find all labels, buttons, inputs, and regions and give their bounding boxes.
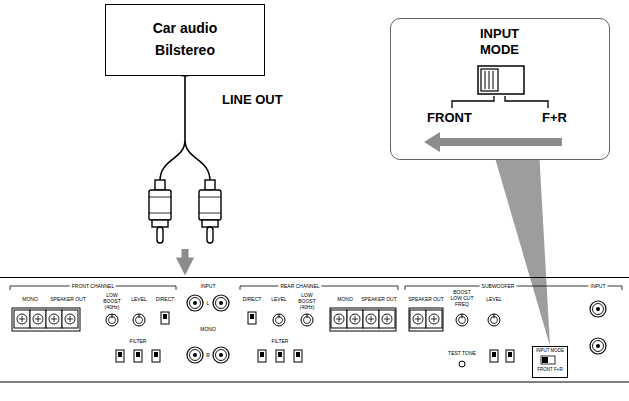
slide-switch: [161, 312, 169, 324]
speaker-terminal: [379, 310, 395, 328]
panel-label: MONO: [337, 296, 353, 302]
panel-label: LEVEL: [271, 296, 287, 302]
position-bracket: [452, 96, 548, 108]
node-text: Car audio: [153, 20, 218, 37]
slider-knob: [542, 357, 548, 363]
panel-label: FILTER: [130, 338, 147, 344]
terminal-block: [330, 308, 396, 331]
rca-jack: [590, 301, 606, 317]
rca-jack: [187, 295, 203, 311]
node-text: FRONT: [427, 110, 472, 126]
direction-arrow: [424, 132, 562, 152]
switch-knob: [481, 69, 498, 91]
knob: [133, 314, 145, 326]
switch-grip: [485, 71, 493, 89]
terminal-block: [409, 308, 443, 331]
section-heading: FRONT CHANNEL: [70, 283, 116, 289]
knob: [488, 314, 500, 326]
section-heading: INPUT: [199, 283, 218, 289]
rca-jack: [590, 338, 606, 354]
slide-switch: [258, 350, 266, 362]
panel-label: L: [207, 300, 210, 306]
panel-label: BOOST LOW CUT FREQ: [448, 289, 476, 307]
speaker-terminal: [347, 310, 363, 328]
speaker-terminal: [30, 310, 46, 328]
panel-label: LOW BOOST (40Hz): [98, 292, 126, 310]
node-text: INPUT MODE: [468, 26, 532, 58]
panel-label: SPEAKER OUT: [408, 296, 444, 302]
rca-cable: [160, 76, 210, 181]
node-text: F+R: [542, 110, 567, 126]
mode-switch: [478, 66, 524, 94]
test-tone-led: [459, 361, 465, 367]
rca-jack: [187, 347, 203, 363]
callout-pointer: [496, 160, 550, 346]
slide-switch: [276, 350, 284, 362]
panel-edge: [0, 382, 629, 383]
speaker-terminal: [46, 310, 62, 328]
speaker-terminal: [426, 310, 442, 328]
input-mode-slider: [541, 356, 555, 364]
node-text: INPUT MODE: [536, 348, 564, 353]
panel-label: DIRECT: [243, 296, 262, 302]
panel-label: MONO: [22, 296, 38, 302]
knob: [106, 314, 118, 326]
slide-switch: [294, 350, 302, 362]
rca-jack: [213, 295, 229, 311]
panel-label: SPEAKER OUT: [361, 296, 397, 302]
speaker-terminal: [363, 310, 379, 328]
speaker-terminal: [331, 310, 347, 328]
slide-switch: [490, 350, 498, 362]
slide-switch: [116, 350, 124, 362]
speaker-terminal: [14, 310, 30, 328]
cable-backing: [177, 77, 195, 249]
panel-label: FILTER: [272, 338, 289, 344]
knob: [456, 314, 468, 326]
node-text: FRONT F+R: [537, 367, 562, 372]
amplifier-panel: INPUT MODE FRONT F+R FRONT CHANNEL MONO SPEA…: [0, 277, 629, 401]
source-unit-box: Car audioBilstereo: [105, 4, 265, 76]
callout-box: INPUT MODE FRONT F+R: [390, 18, 610, 160]
panel-label: LOW BOOST (40Hz): [293, 292, 321, 310]
rca-plug: [149, 180, 171, 243]
node-text: Bilstereo: [155, 42, 215, 59]
panel-label: DIRECT: [156, 296, 175, 302]
slide-switch: [134, 350, 142, 362]
panel-label: MONO: [200, 326, 216, 332]
input-mode-switch: INPUT MODE FRONT F+R: [532, 346, 568, 378]
terminal-block: [12, 308, 80, 331]
panel-label: TEST TONE: [448, 350, 476, 356]
speaker-terminal: [410, 310, 426, 328]
section-heading: INPUT: [589, 283, 608, 289]
slide-switch: [506, 350, 514, 362]
rca-plug: [199, 180, 221, 243]
slide-switch: [248, 312, 256, 324]
knob: [301, 314, 313, 326]
panel-label: LEVEL: [486, 296, 502, 302]
knob: [273, 314, 285, 326]
speaker-terminal: [62, 310, 78, 328]
section-heading: SUBWOOFER: [480, 283, 517, 289]
panel-label: SPEAKER OUT: [50, 296, 86, 302]
edge-label: LINE OUT: [222, 92, 283, 107]
rca-jack: [213, 347, 229, 363]
slide-switch: [152, 350, 160, 362]
panel-label: LEVEL: [131, 296, 147, 302]
panel-label: R: [206, 352, 210, 358]
section-heading: REAR CHANNEL: [278, 283, 321, 289]
